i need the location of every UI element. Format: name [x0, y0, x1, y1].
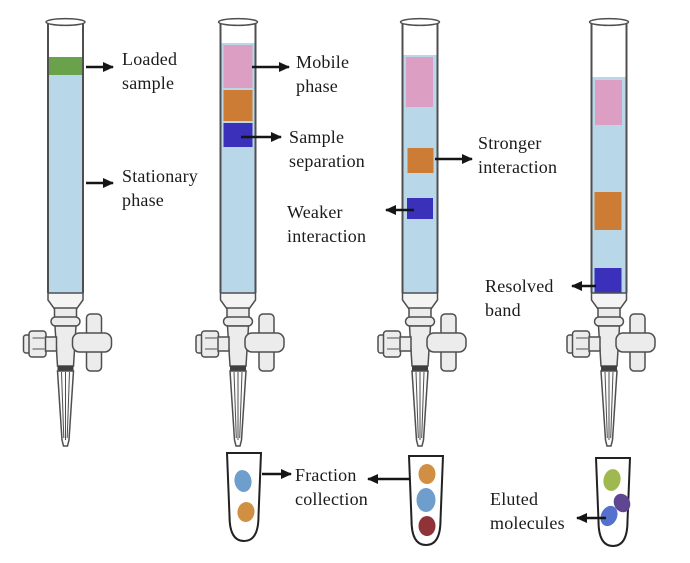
label-resolved-band: Resolved band — [485, 276, 554, 320]
band-orange — [223, 90, 253, 121]
fraction-drop-dark-red — [418, 516, 436, 536]
label-fraction-collection: Fraction collection — [295, 465, 368, 509]
loaded-sample-band — [49, 57, 82, 75]
stationary-phase-fill — [49, 57, 82, 293]
collection-tube-3 — [594, 457, 632, 548]
eluted-drop-olive-green — [603, 469, 621, 491]
column-1-loading — [22, 17, 113, 447]
label-weaker-interaction: Weaker interaction — [287, 202, 367, 246]
column-3-interaction — [377, 17, 467, 447]
mobile-phase-band-pink — [223, 45, 253, 88]
eluted-drop-violet-blue — [600, 505, 618, 527]
label-loaded-sample: Loaded sample — [122, 49, 178, 93]
weaker-interaction-band — [407, 198, 433, 219]
mobile-phase-band-pink — [595, 80, 622, 125]
fraction-drop-orange — [418, 464, 436, 484]
label-sample-separation: Sample separation — [289, 127, 365, 171]
fraction-drop-orange — [237, 502, 255, 522]
collection-tube-2 — [407, 455, 445, 547]
band-blue — [223, 123, 253, 147]
resolved-band-blue — [594, 268, 622, 293]
tube-outline — [225, 452, 263, 543]
fraction-drop-blue — [234, 470, 252, 492]
mobile-phase-band-pink — [406, 57, 433, 107]
label-stronger-interaction: Stronger interaction — [478, 133, 558, 177]
column-2-sample-separation — [195, 17, 285, 447]
label-stationary-phase: Stationary phase — [122, 166, 198, 210]
annotation-arrows — [86, 62, 606, 523]
collection-tube-1 — [225, 452, 263, 543]
fraction-drop-blue — [416, 488, 436, 512]
label-eluted-molecules: Eluted molecules — [490, 489, 565, 533]
band-orange — [594, 192, 622, 230]
eluted-drop-purple — [613, 493, 631, 513]
label-mobile-phase: Mobile phase — [296, 52, 350, 96]
stronger-interaction-band — [407, 148, 434, 173]
column-4-resolved — [566, 17, 656, 447]
